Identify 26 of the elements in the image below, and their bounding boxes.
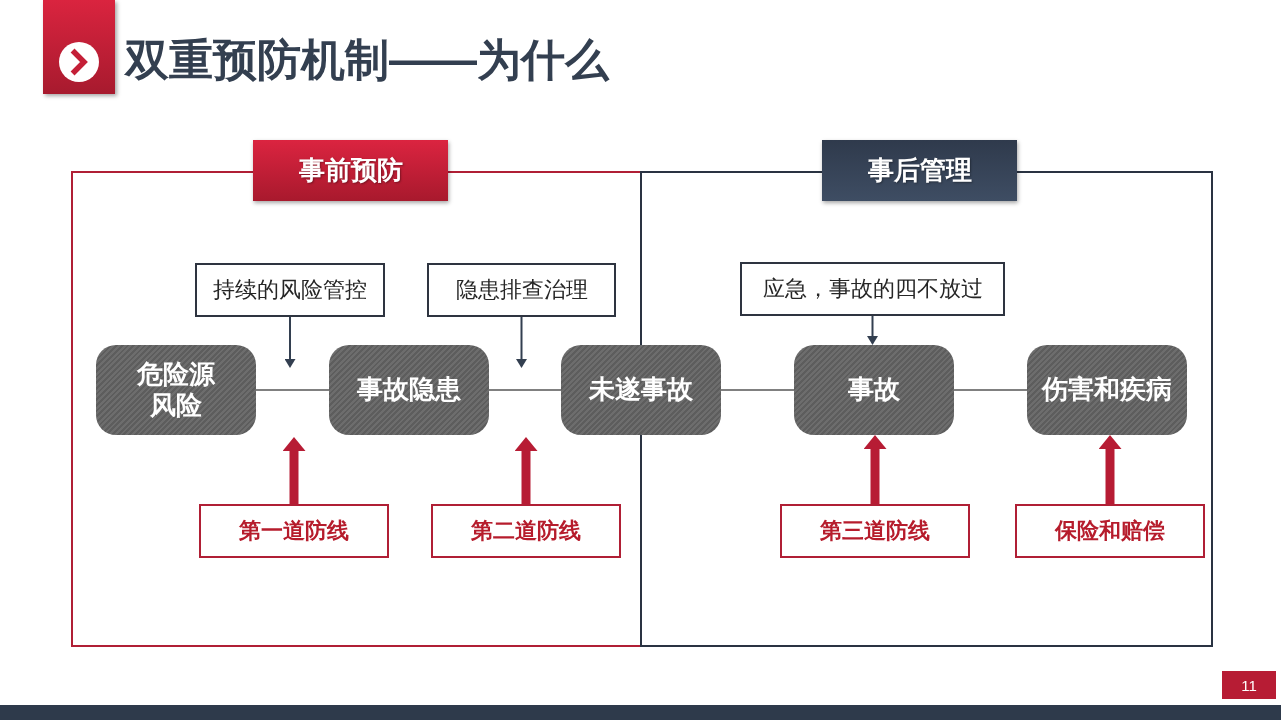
arrow [514, 437, 538, 504]
arrow [282, 437, 306, 504]
arrow [863, 435, 887, 504]
arrow [516, 316, 527, 368]
process-box: 危险源风险 [96, 345, 256, 435]
connector-line [255, 389, 330, 391]
connector-line [720, 389, 795, 391]
defense-box: 第一道防线 [199, 504, 389, 558]
note-box: 隐患排查治理 [427, 263, 616, 317]
process-box: 事故 [794, 345, 954, 435]
heading-tab: 事后管理 [822, 140, 1017, 201]
connector-line [488, 389, 562, 391]
arrow [1098, 435, 1122, 504]
process-box: 未遂事故 [561, 345, 721, 435]
connector-line [953, 389, 1028, 391]
defense-box: 第二道防线 [431, 504, 621, 558]
note-box: 持续的风险管控 [195, 263, 385, 317]
process-box: 事故隐患 [329, 345, 489, 435]
title: 双重预防机制——为什么 [125, 34, 609, 86]
defense-box: 保险和赔偿 [1015, 504, 1205, 558]
note-box: 应急，事故的四不放过 [740, 262, 1005, 316]
defense-box: 第三道防线 [780, 504, 970, 558]
process-box: 伤害和疾病 [1027, 345, 1187, 435]
heading-tab: 事前预防 [253, 140, 448, 201]
arrow [867, 315, 878, 345]
page-number: 11 [1222, 671, 1276, 699]
